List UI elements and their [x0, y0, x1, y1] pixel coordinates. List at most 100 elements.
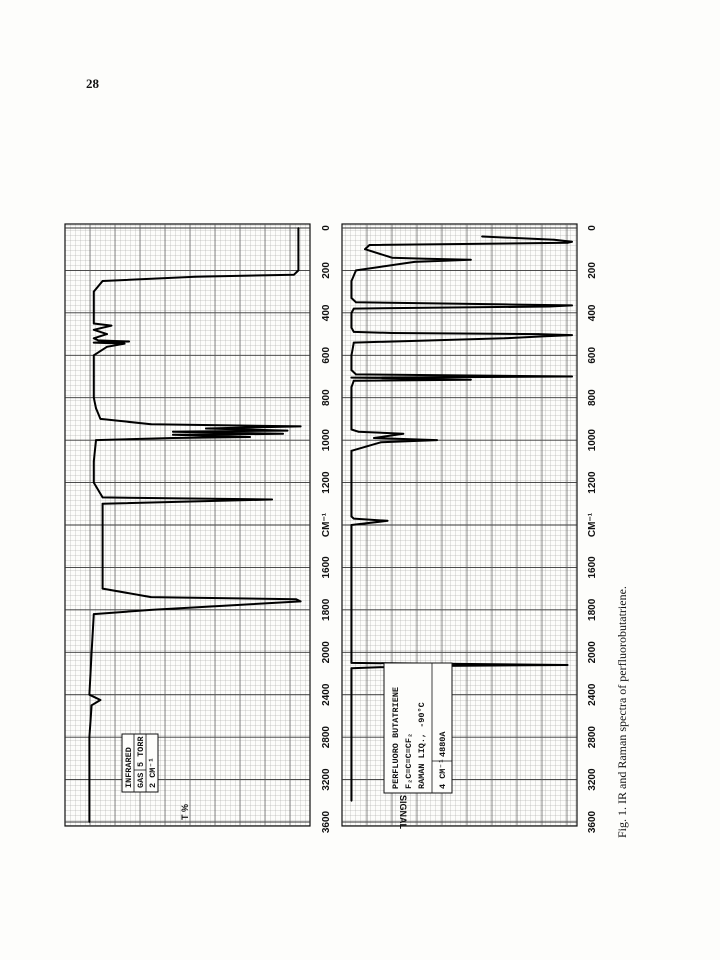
tick-label: 1800 [321, 598, 332, 621]
tick-label: 800 [587, 389, 598, 406]
ir-data-point [92, 613, 95, 615]
ir-data-point [123, 342, 126, 345]
ir-legend-resolution: 2 CM⁻¹ [148, 757, 158, 788]
raman-data-point [350, 524, 353, 526]
ir-data-point [101, 587, 104, 590]
raman-data-point [355, 269, 357, 272]
ir-data-point [92, 460, 95, 463]
ir-data-point [88, 778, 91, 781]
tick-label: 2800 [321, 726, 332, 749]
ir-data-point [92, 354, 95, 357]
raman-data-point [391, 256, 393, 259]
ir-data-point [150, 609, 152, 611]
ir-data-point [297, 269, 300, 272]
raman-data-point [373, 437, 375, 439]
figure-caption: Fig. 1. IR and Raman spectra of perfluor… [615, 586, 629, 838]
raman-data-point [350, 312, 353, 314]
ir-data-point [295, 598, 298, 601]
raman-data-point [350, 418, 353, 420]
raman-data-point [350, 297, 353, 299]
ir-data-point [92, 396, 95, 399]
ir-data-point [106, 345, 108, 348]
ir-spectrum-line [88, 228, 302, 822]
tick-label: 600 [321, 347, 332, 364]
ir-data-point [205, 427, 207, 430]
raman-data-point [436, 439, 438, 441]
ir-data-point [92, 290, 95, 293]
ir-data-point [150, 596, 152, 598]
raman-data-point [386, 519, 389, 522]
ir-data-point [297, 248, 300, 251]
ir-data-point [92, 322, 95, 325]
raman-data-point [352, 341, 355, 344]
raman-data-point [566, 664, 569, 666]
ir-data-point [106, 333, 108, 335]
raman-data-point [413, 261, 416, 263]
tick-label: 1200 [587, 471, 598, 494]
raman-data-point [503, 337, 506, 340]
ir-data-point [92, 337, 95, 340]
tick-label: 1800 [587, 598, 598, 621]
ir-data-point [99, 418, 102, 420]
raman-ylabel: SIGNAL [398, 795, 408, 830]
raman-data-point [350, 662, 353, 664]
raman-data-point [350, 386, 353, 388]
ir-data-point [299, 425, 302, 428]
ir-data-point [101, 502, 104, 505]
ir-curve-layer [88, 227, 302, 823]
ir-data-point [297, 227, 300, 229]
tick-label: 200 [587, 262, 598, 279]
ir-legend-sample: GAS [136, 773, 146, 788]
tick-labels-right: 3600320028002400200018001600120010008006… [587, 225, 598, 833]
raman-data-point [379, 441, 382, 444]
ir-legend-title: INFRARED [124, 747, 134, 788]
raman-data-point [350, 630, 353, 632]
ir-data-point [92, 312, 95, 314]
raman-legend-box: PERFLUORO BUTATRIENE F₂C=C=C=CF₂ RAMAN L… [383, 662, 453, 794]
tick-label: 0 [587, 225, 598, 231]
raman-data-point [364, 248, 366, 251]
raman-data-point [469, 378, 472, 381]
raman-data-point [469, 258, 472, 261]
tick-label: 2400 [587, 683, 598, 706]
tick-label: 2800 [587, 726, 598, 749]
ir-data-point [95, 407, 97, 410]
raman-data-point [350, 799, 353, 802]
ir-data-point [101, 280, 104, 282]
tick-label: 3600 [321, 810, 332, 833]
ir-data-point [172, 430, 174, 433]
ir-data-point [92, 341, 95, 344]
raman-data-point [391, 332, 393, 334]
raman-data-point [571, 334, 573, 336]
tick-label: 400 [587, 304, 598, 321]
raman-data-point [350, 667, 353, 670]
ir-ylabel: T % [180, 804, 190, 820]
page-number: 28 [86, 76, 99, 91]
ir-data-point [194, 275, 196, 278]
ir-data-point [90, 704, 93, 707]
raman-legend-title: PERFLUORO BUTATRIENE [391, 687, 401, 789]
ir-data-point [97, 339, 100, 342]
tick-label: 400 [321, 304, 332, 321]
raman-data-point [350, 428, 353, 431]
tick-label: 1200 [321, 471, 332, 494]
raman-data-point [402, 432, 405, 435]
raman-data-point [350, 704, 353, 707]
ir-data-point [92, 695, 95, 698]
raman-data-point [352, 331, 355, 333]
tick-label: 1600 [321, 556, 332, 579]
raman-data-point [571, 240, 573, 243]
raman-legend-conditions: RAMAN LIQ., -90°C [417, 702, 427, 789]
ir-data-point [172, 433, 174, 436]
raman-data-point [355, 301, 357, 304]
raman-legend-wavelength: 4880A [438, 731, 448, 757]
raman-data-point [350, 492, 353, 495]
ir-data-point [150, 423, 152, 426]
ir-data-point [88, 693, 91, 696]
tick-label: 600 [587, 347, 598, 364]
raman-data-point [350, 280, 353, 282]
raman-data-point [424, 257, 427, 260]
raman-data-point [350, 354, 353, 357]
raman-data-point [355, 373, 357, 376]
raman-data-point [352, 379, 355, 382]
